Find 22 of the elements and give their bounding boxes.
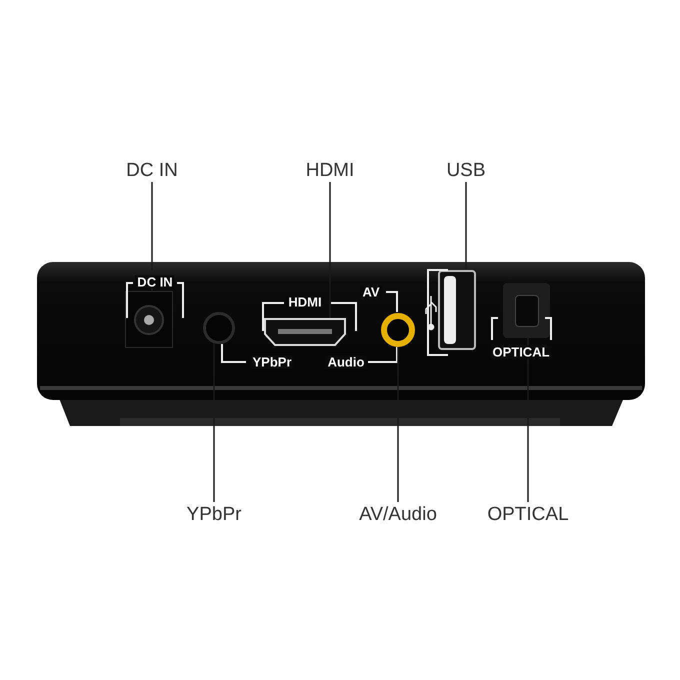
leader-line (397, 347, 399, 502)
printed-port-label: YPbPr (250, 356, 294, 368)
leader-line (151, 182, 153, 291)
leader-line (527, 338, 529, 502)
leader-line (329, 182, 331, 318)
hdmi-port (264, 318, 346, 346)
port-label: HDMI (306, 160, 354, 180)
printed-port-label: HDMI (286, 296, 324, 308)
port-label: USB (446, 160, 486, 180)
port-label: YPbPr (186, 504, 242, 524)
printed-port-label: Audio (326, 356, 366, 368)
leader-line (213, 343, 215, 502)
port-label: OPTICAL (487, 504, 569, 524)
optical-port (503, 283, 550, 338)
printed-port-label: AV (360, 286, 382, 298)
printed-port-label: DC IN (135, 276, 175, 288)
port-label: DC IN (126, 160, 178, 180)
leader-line (465, 182, 467, 270)
port-label: AV/Audio (359, 504, 437, 524)
dc-power-jack (125, 291, 173, 348)
printed-port-label: OPTICAL (490, 346, 552, 358)
usb-port (438, 270, 476, 350)
